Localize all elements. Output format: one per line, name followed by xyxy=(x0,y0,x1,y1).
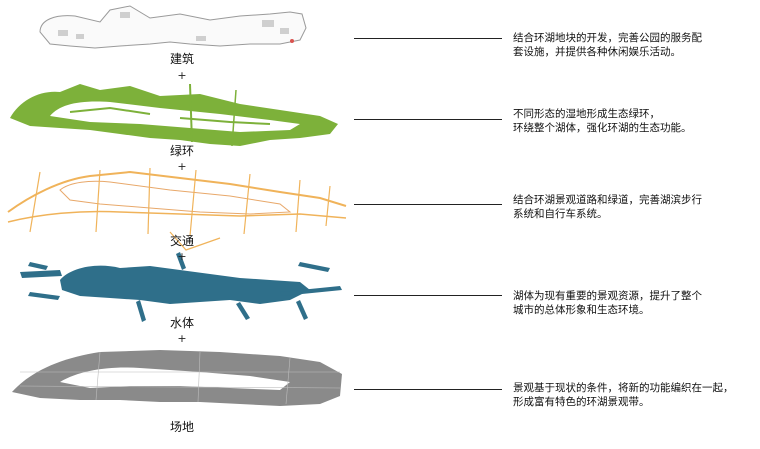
site-layer-map xyxy=(12,350,342,406)
layer-label-water: 水体 xyxy=(169,316,194,330)
green-ring-layer-map xyxy=(10,83,338,147)
connector-line-site xyxy=(354,389,502,390)
layer-label-traffic: 交通 xyxy=(169,234,194,248)
description-line: 景观基于现状的条件，将新的功能编织在一起， xyxy=(513,382,734,394)
plus-sign: + xyxy=(177,69,187,82)
traffic-layer-map xyxy=(7,167,347,251)
description-line: 系统和自行车系统。 xyxy=(513,208,608,220)
layer-description-traffic: 结合环湖景观道路和绿道，完善湖滨步行 系统和自行车系统。 xyxy=(513,193,753,221)
description-line: 不同形态的湿地形成生态绿环， xyxy=(513,108,660,120)
description-line: 结合环湖景观道路和绿道，完善湖滨步行 xyxy=(513,194,702,206)
layer-label-site: 场地 xyxy=(169,420,194,434)
description-line: 环绕整个湖体，强化环湖的生态功能。 xyxy=(513,122,692,134)
plus-sign: + xyxy=(177,250,187,263)
plus-sign: + xyxy=(177,332,187,345)
description-line: 城市的总体形象和生态环境。 xyxy=(513,304,650,316)
building-layer-map xyxy=(39,5,307,49)
layer-description-site: 景观基于现状的条件，将新的功能编织在一起， 形成富有特色的环湖景观带。 xyxy=(513,381,753,409)
connector-line-building xyxy=(354,38,502,39)
layer-description-green-ring: 不同形态的湿地形成生态绿环， 环绕整个湖体，强化环湖的生态功能。 xyxy=(513,107,753,135)
layer-label-green-ring: 绿环 xyxy=(169,144,194,158)
connector-line-green-ring xyxy=(354,119,502,120)
description-line: 形成富有特色的环湖景观带。 xyxy=(513,396,650,408)
connector-line-traffic xyxy=(354,204,502,205)
description-line: 湖体为现有重要的景观资源，提升了整个 xyxy=(513,290,702,302)
description-line: 结合环湖地块的开发，完善公园的服务配 xyxy=(513,32,702,44)
plus-sign: + xyxy=(177,160,187,173)
layer-description-water: 湖体为现有重要的景观资源，提升了整个 城市的总体形象和生态环境。 xyxy=(513,289,753,317)
layer-description-building: 结合环湖地块的开发，完善公园的服务配 套设施，并提供各种休闲娱乐活动。 xyxy=(513,31,753,59)
description-line: 套设施，并提供各种休闲娱乐活动。 xyxy=(513,46,681,58)
layer-label-building: 建筑 xyxy=(169,52,194,66)
connector-line-water xyxy=(354,295,502,296)
water-layer-map xyxy=(20,252,342,322)
